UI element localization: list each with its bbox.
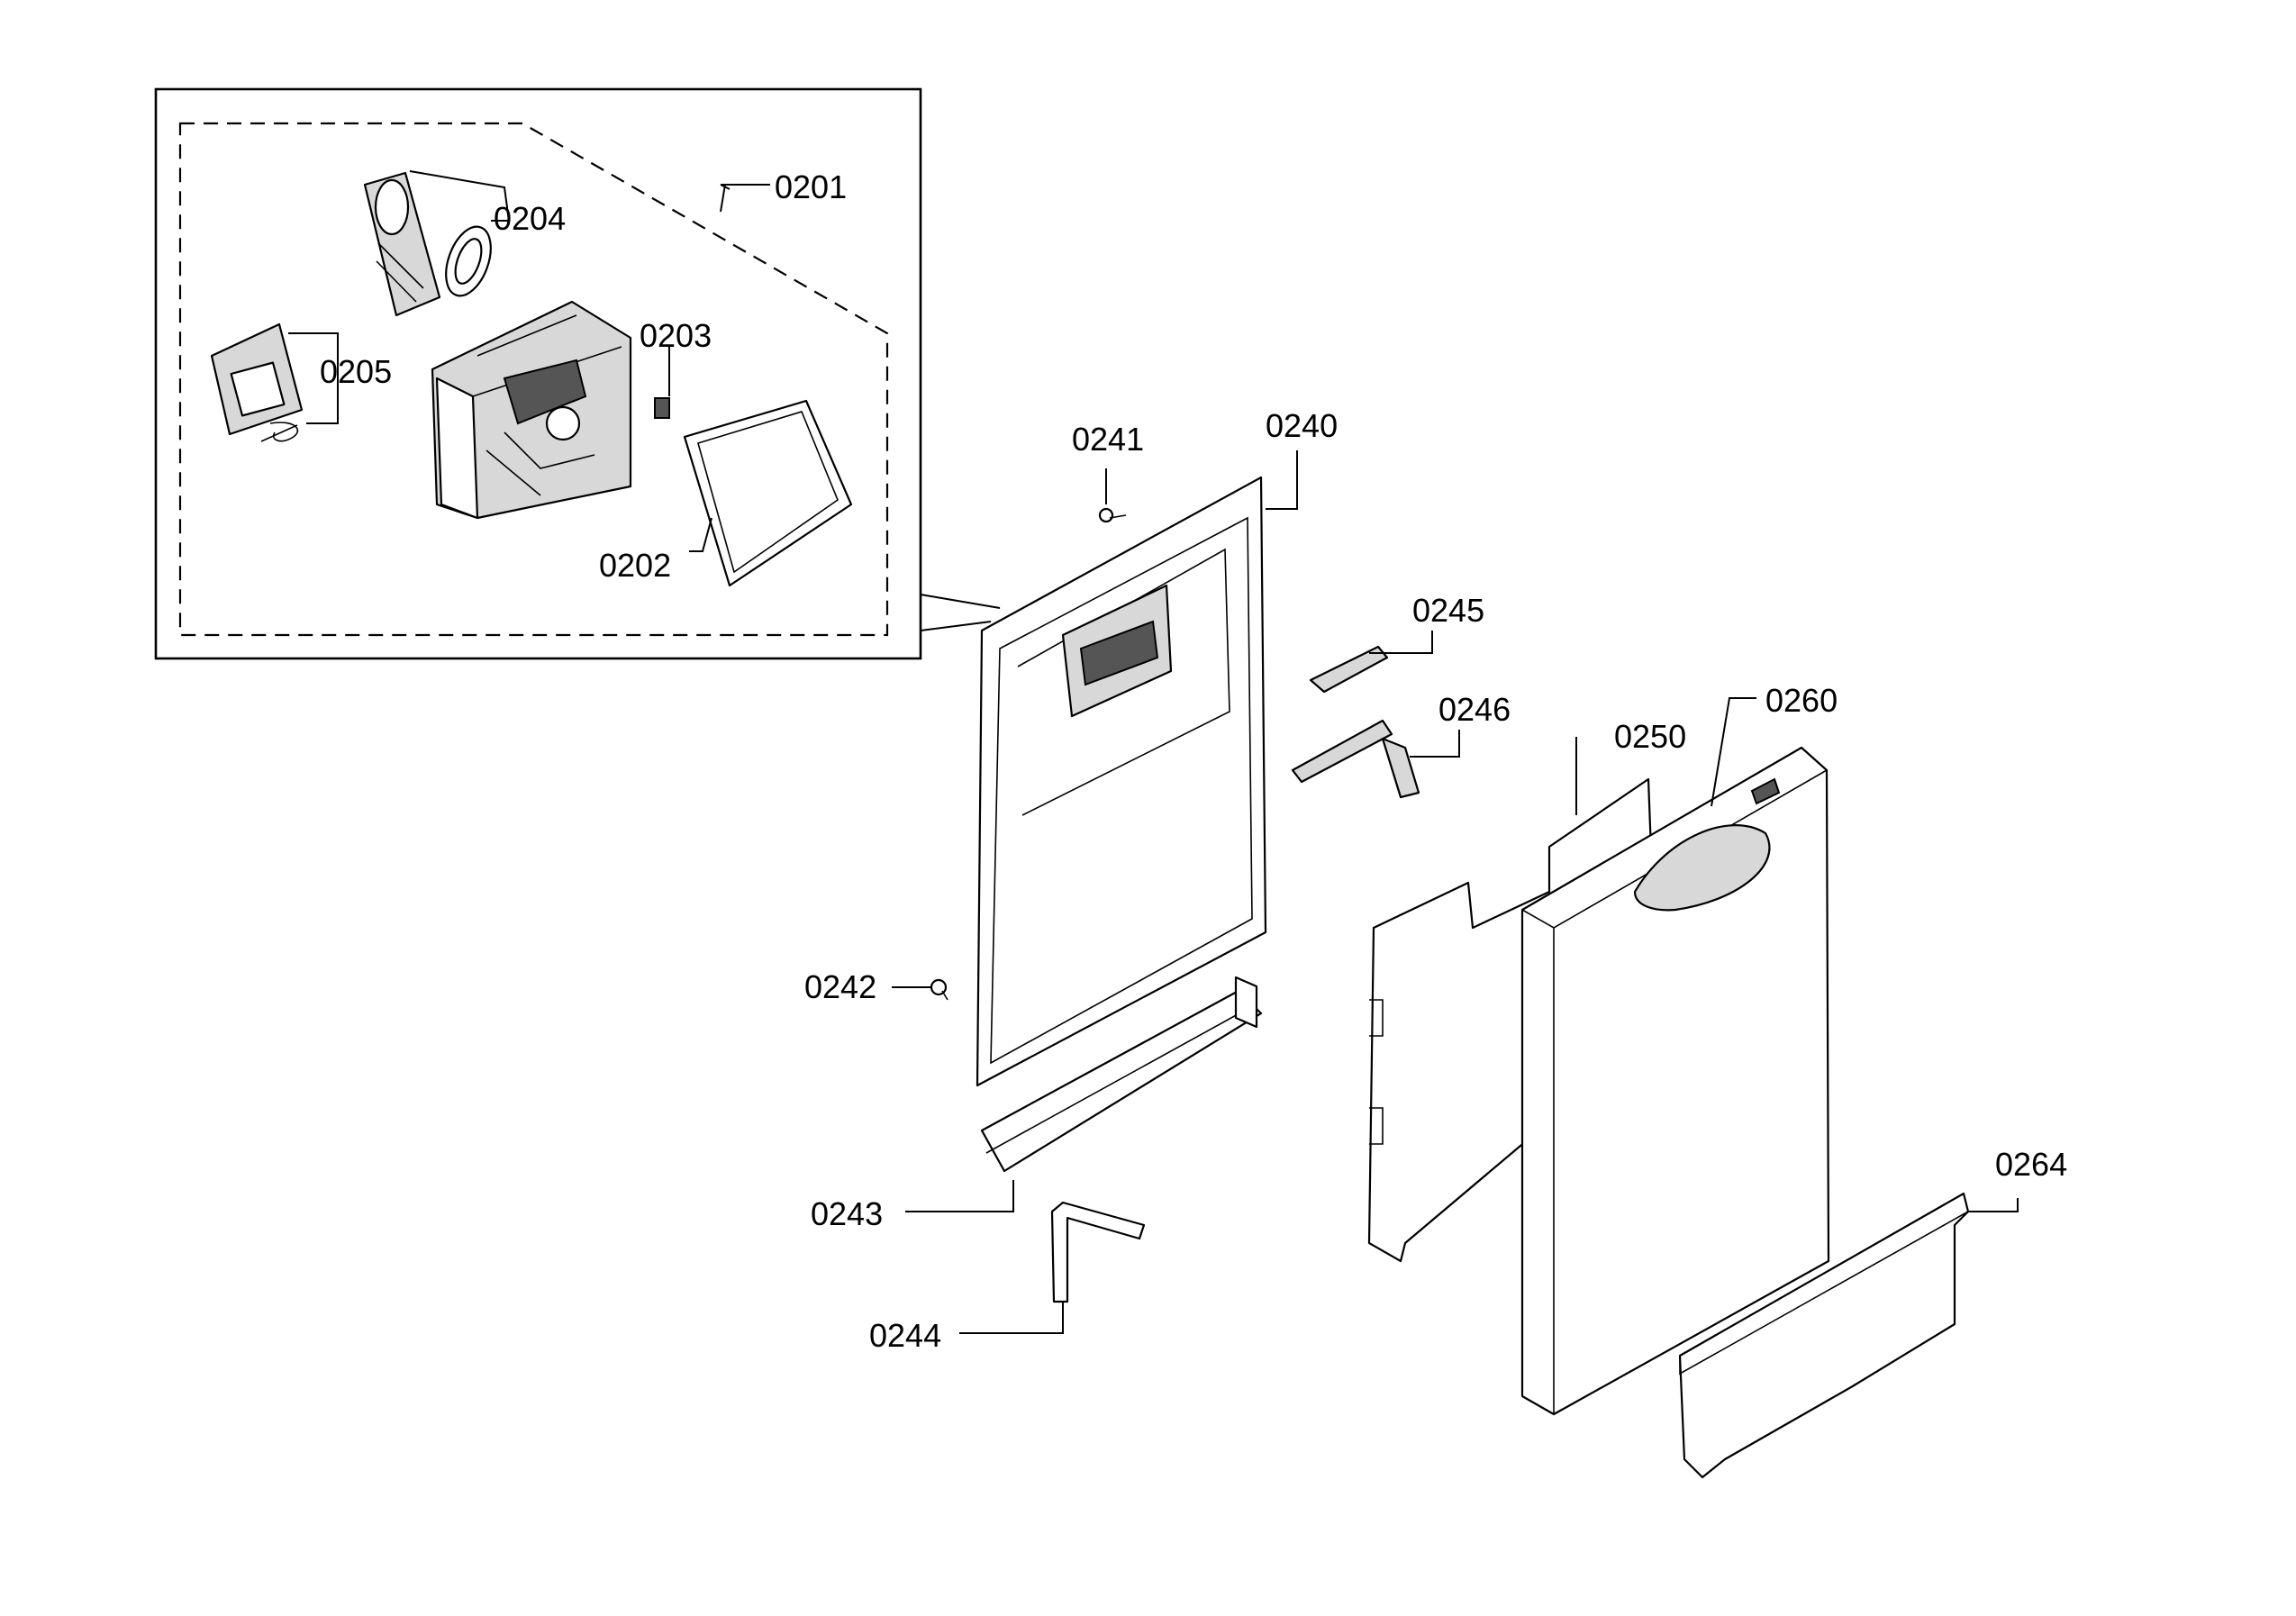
part-0244-bracket bbox=[1050, 1201, 1146, 1303]
callout-0204: 0204 bbox=[494, 200, 566, 237]
part-0240-inner-door bbox=[976, 476, 1267, 1087]
part-0242-screw bbox=[930, 978, 948, 1001]
detail-inset bbox=[154, 87, 1001, 660]
callout-labels: 0201 0202 0203 0204 0205 0240 0241 0242 … bbox=[320, 168, 2067, 1354]
inset-frame bbox=[154, 87, 922, 660]
part-0264-trim bbox=[1678, 1192, 1970, 1479]
leader-0204 bbox=[409, 170, 511, 222]
callout-0201: 0201 bbox=[775, 168, 847, 205]
callout-0250: 0250 bbox=[1614, 718, 1686, 755]
leader-0246 bbox=[1410, 730, 1460, 758]
leader-lines bbox=[288, 170, 2019, 1334]
leader-0264 bbox=[1968, 1198, 2019, 1212]
part-0243-bottom-rail bbox=[980, 976, 1263, 1173]
leader-0240 bbox=[1266, 450, 1298, 510]
part-0203-clip bbox=[654, 397, 670, 419]
leader-0201-drop bbox=[720, 184, 726, 213]
callout-0240: 0240 bbox=[1266, 407, 1338, 444]
part-0205-plate-and-spring bbox=[210, 322, 304, 442]
leader-0243 bbox=[905, 1180, 1014, 1212]
callout-0245: 0245 bbox=[1412, 592, 1484, 629]
part-0260-front-panel bbox=[1520, 746, 1830, 1416]
callout-0243: 0243 bbox=[811, 1195, 883, 1232]
leader-0202 bbox=[689, 517, 712, 552]
callout-0264: 0264 bbox=[1995, 1146, 2067, 1183]
part-0246-hinge bbox=[1291, 719, 1420, 799]
callout-0241: 0241 bbox=[1072, 421, 1144, 458]
callout-0202: 0202 bbox=[599, 547, 671, 584]
part-0202-gasket bbox=[683, 399, 853, 587]
leader-0244 bbox=[959, 1302, 1064, 1334]
part-0241-screw bbox=[1098, 507, 1127, 523]
inset-connector-bottom bbox=[920, 621, 992, 631]
leader-0245 bbox=[1369, 631, 1433, 654]
callout-0244: 0244 bbox=[869, 1317, 941, 1354]
inset-connector-top bbox=[920, 594, 1001, 609]
callout-0246: 0246 bbox=[1438, 691, 1511, 728]
part-0204-cover-and-seal bbox=[363, 171, 492, 317]
callout-0260: 0260 bbox=[1765, 682, 1838, 719]
leader-0205 bbox=[288, 332, 339, 424]
inset-dashed-boundary bbox=[178, 122, 889, 637]
part-0245-latch bbox=[1309, 645, 1389, 694]
callout-0242: 0242 bbox=[804, 968, 876, 1005]
dispenser-module bbox=[431, 300, 632, 520]
leader-0260 bbox=[1711, 697, 1756, 807]
callout-0203: 0203 bbox=[640, 317, 712, 354]
callout-0205: 0205 bbox=[320, 353, 392, 390]
